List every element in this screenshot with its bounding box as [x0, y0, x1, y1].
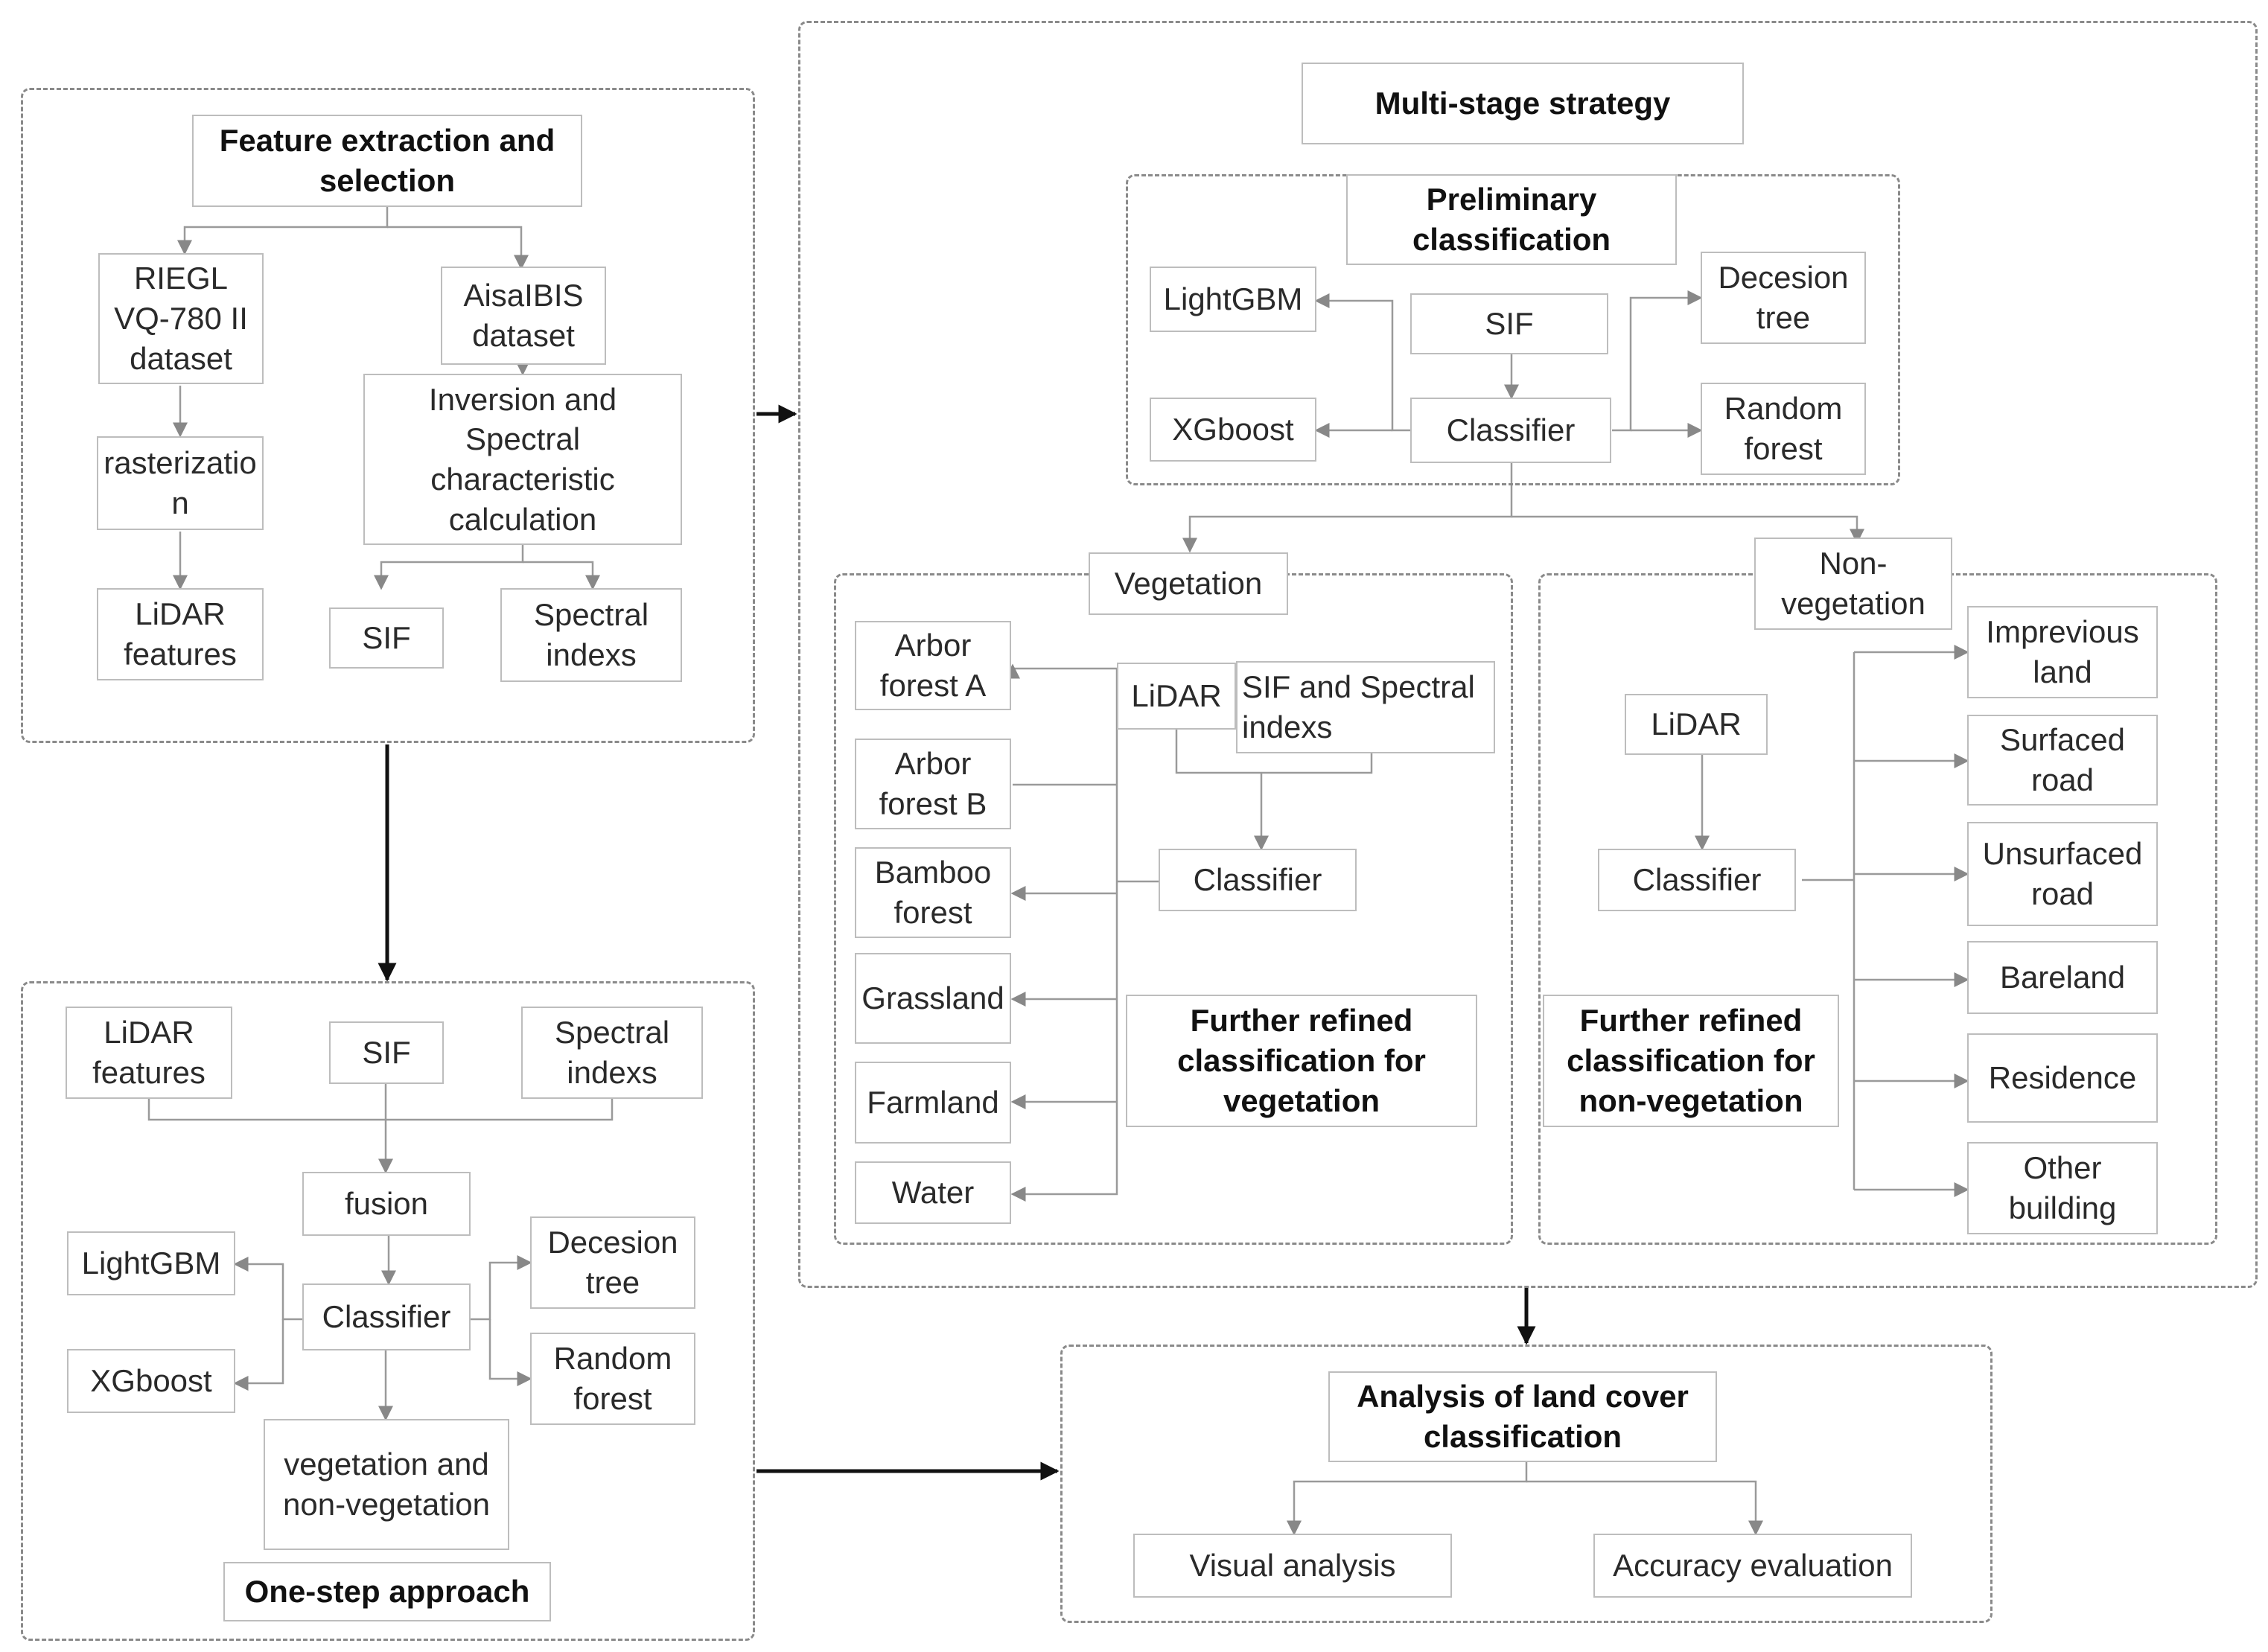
multi-stage-group [798, 21, 2258, 1288]
feature-extraction-title: Feature extraction and selection [192, 115, 582, 207]
riegl-dataset-node: RIEGL VQ-780 II dataset [98, 253, 264, 384]
sif-input: SIF [329, 1021, 444, 1084]
preliminary-classification-title: Preliminary classification [1346, 174, 1677, 265]
lidar-features-node: LiDAR features [97, 588, 264, 680]
prelim-random-forest-node: Random forest [1701, 383, 1866, 475]
nonveg-refined-classification-node: Further refined classification for non-v… [1543, 995, 1839, 1127]
random-forest-node: Random forest [530, 1333, 695, 1425]
arbor-forest-a-node: Arbor forest A [855, 621, 1011, 710]
visual-analysis-node: Visual analysis [1133, 1534, 1452, 1598]
lightgbm-node: LightGBM [67, 1231, 235, 1295]
bareland-node: Bareland [1967, 941, 2158, 1014]
other-building-node: Other building [1967, 1142, 2158, 1234]
rasterization-node: rasterizatio n [97, 436, 264, 530]
analysis-group [1060, 1345, 1993, 1623]
nonveg-lidar-node: LiDAR [1625, 694, 1768, 755]
one-step-approach-title: One-step approach [223, 1562, 551, 1621]
prelim-sif-node: SIF [1410, 293, 1608, 354]
classifier-node: Classifier [302, 1283, 471, 1350]
decision-tree-node: Decesion tree [530, 1216, 695, 1309]
veg-sif-spectral-node: SIF and Spectral indexs [1236, 661, 1495, 753]
spectral-indexs-node: Spectral indexs [500, 588, 682, 682]
prelim-classifier-node: Classifier [1410, 398, 1611, 463]
vegetation-and-non-vegetation-node: vegetation and non-vegetation [264, 1419, 509, 1550]
prelim-decision-tree-node: Decesion tree [1701, 252, 1866, 344]
surfaced-road-node: Surfaced road [1967, 715, 2158, 806]
veg-classifier-node: Classifier [1159, 849, 1357, 911]
vegetation-title: Vegetation [1089, 552, 1288, 615]
prelim-lightgbm-node: LightGBM [1150, 267, 1316, 332]
analysis-title: Analysis of land cover classification [1328, 1371, 1717, 1462]
spectral-indexs-input: Spectral indexs [521, 1007, 703, 1099]
inversion-node: Inversion and Spectral characteristic ca… [363, 374, 682, 545]
feature-extraction-group [21, 88, 755, 743]
non-vegetation-title: Non- vegetation [1754, 538, 1952, 630]
bamboo-forest-node: Bamboo forest [855, 847, 1011, 938]
arbor-forest-b-node: Arbor forest B [855, 739, 1011, 829]
one-step-group [21, 981, 755, 1641]
veg-refined-classification-node: Further refined classification for veget… [1126, 995, 1477, 1127]
multi-stage-strategy-title: Multi-stage strategy [1302, 63, 1744, 144]
residence-node: Residence [1967, 1033, 2158, 1123]
grassland-node: Grassland [855, 953, 1011, 1044]
lidar-features-input: LiDAR features [66, 1007, 232, 1099]
prelim-xgboost-node: XGboost [1150, 398, 1316, 462]
veg-lidar-node: LiDAR [1117, 663, 1236, 730]
xgboost-node: XGboost [67, 1349, 235, 1413]
aisaibis-dataset-node: AisaIBIS dataset [441, 267, 606, 365]
accuracy-evaluation-node: Accuracy evaluation [1593, 1534, 1912, 1598]
water-node: Water [855, 1161, 1011, 1224]
impervious-land-node: Imprevious land [1967, 606, 2158, 698]
unsurfaced-road-node: Unsurfaced road [1967, 822, 2158, 926]
farmland-node: Farmland [855, 1062, 1011, 1144]
fusion-node: fusion [302, 1172, 471, 1236]
nonveg-classifier-node: Classifier [1598, 849, 1796, 911]
sif-node: SIF [329, 607, 444, 669]
